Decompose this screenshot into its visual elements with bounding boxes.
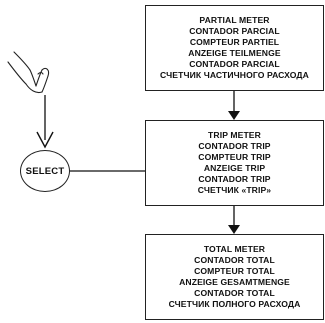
arrow-trip-to-total xyxy=(228,206,240,234)
arrow-partial-to-trip xyxy=(228,91,240,120)
partial-meter-line: PARTIAL METER xyxy=(199,15,270,25)
trip-meter-line: CONTADOR TRIP xyxy=(198,174,271,184)
partial-meter-line: СЧЕТЧИК ЧАСТИЧНОГО РАСХОДА xyxy=(160,70,309,80)
trip-meter-line: СЧЕТЧИК «TRIP» xyxy=(197,185,272,195)
select-button[interactable]: SELECT xyxy=(20,150,70,192)
partial-meter-line: CONTADOR PARCIAL xyxy=(189,26,280,36)
trip-meter-box: TRIP METER CONTADOR TRIP COMPTEUR TRIP A… xyxy=(145,120,324,206)
select-button-label: SELECT xyxy=(25,165,65,177)
partial-meter-line: CONTADOR PARCIAL xyxy=(189,59,280,69)
total-meter-line: COMPTEUR TOTAL xyxy=(194,266,275,276)
total-meter-line: ANZEIGE GESAMTMENGE xyxy=(179,277,290,287)
partial-meter-line: ANZEIGE TEILMENGE xyxy=(188,48,281,58)
trip-meter-line: COMPTEUR TRIP xyxy=(198,152,271,162)
trip-meter-line: CONTADOR TRIP xyxy=(198,141,271,151)
total-meter-line: TOTAL METER xyxy=(203,244,266,254)
total-meter-line: CONTADOR TOTAL xyxy=(194,288,275,298)
partial-meter-box: PARTIAL METER CONTADOR PARCIAL COMPTEUR … xyxy=(145,5,324,91)
total-meter-box: TOTAL METER CONTADOR TOTAL COMPTEUR TOTA… xyxy=(145,234,324,320)
total-meter-line: СЧЕТЧИК ПОЛНОГО РАСХОДА xyxy=(168,299,301,309)
trip-meter-line: ANZEIGE TRIP xyxy=(203,163,266,173)
pointing-hand-icon xyxy=(7,51,50,94)
partial-meter-line: COMPTEUR PARTIEL xyxy=(189,37,280,47)
total-meter-line: CONTADOR TOTAL xyxy=(194,255,275,265)
press-arrow xyxy=(36,95,54,149)
trip-meter-line: TRIP METER xyxy=(208,130,261,140)
